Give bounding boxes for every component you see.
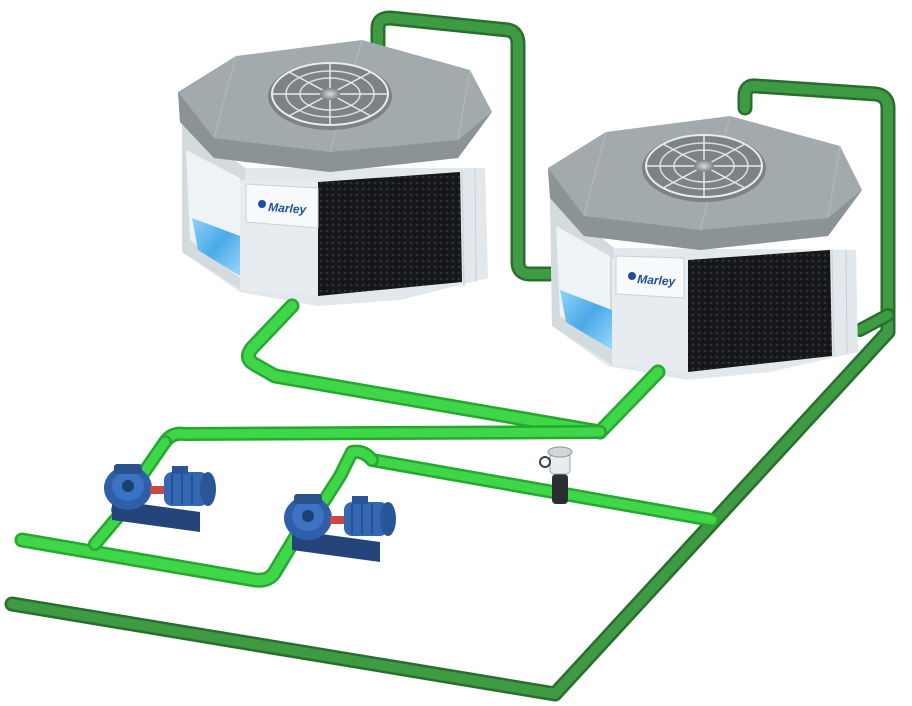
return-piping — [4, 78, 896, 702]
motor-icon — [164, 466, 216, 506]
tower-1-riser-pipe — [370, 10, 560, 282]
tower-1-brand-logo: Marley — [268, 200, 308, 217]
fan-icon — [642, 134, 766, 202]
tower-2-louver-panel — [688, 250, 832, 372]
tower-2-brand-logo: Marley — [637, 272, 677, 289]
tower-2-basin-water — [560, 290, 612, 350]
cooling-tower-2: Marley — [548, 115, 862, 380]
pump-2 — [284, 494, 396, 562]
tower-1-louver-panel — [318, 172, 462, 296]
pump-icon — [284, 494, 332, 540]
cooling-tower-1: Marley — [178, 39, 492, 306]
fan-icon — [268, 62, 392, 130]
pump-1 — [104, 464, 216, 532]
tower-1-brand-plate: Marley — [245, 183, 319, 229]
pump-icon — [104, 464, 152, 510]
tower-1-basin-water — [192, 218, 240, 276]
supply-piping — [14, 298, 719, 588]
motor-icon — [344, 496, 396, 536]
tower-2-brand-plate: Marley — [615, 255, 685, 299]
valve-icon — [539, 446, 573, 504]
